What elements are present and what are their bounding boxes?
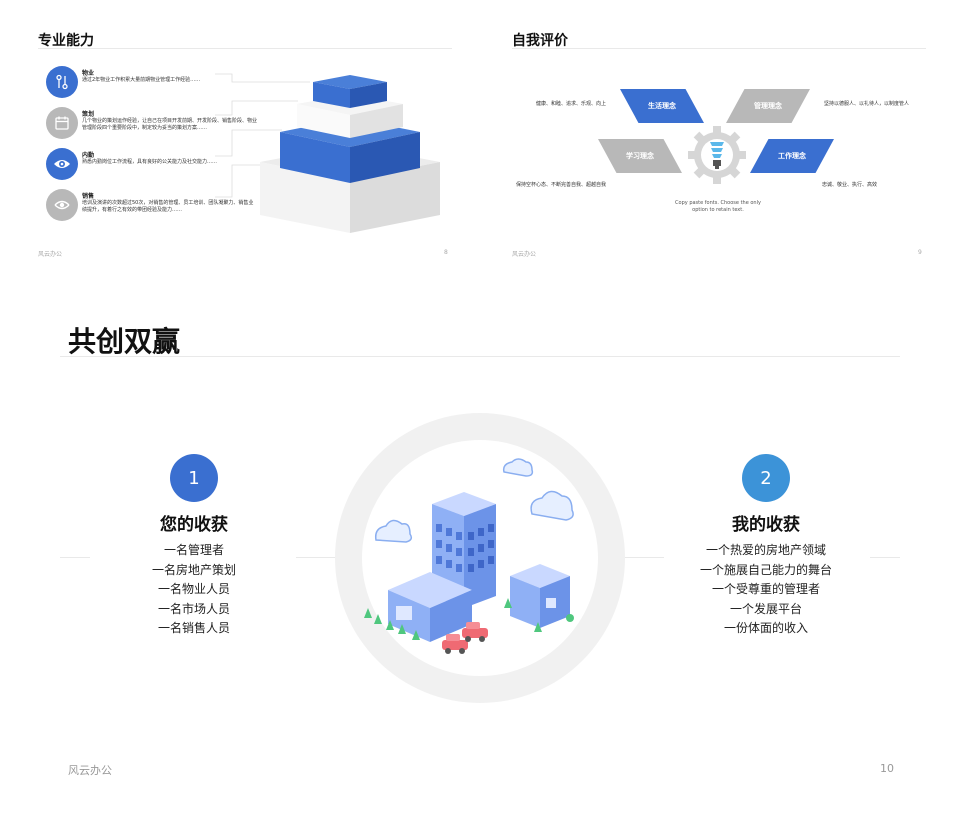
target-icon xyxy=(46,189,78,221)
life-philosophy-text: 健康、和睦、追求、乐观、向上 xyxy=(536,101,607,107)
skill-item-sales: 销售 培训及演讲的次数超过50次，对销售的管理、员工培训、团队凝聚力、销售业绩提… xyxy=(46,189,256,225)
skill-item-property: 物业 通过2年物业工作积累大量前期物业管理工作经验…… xyxy=(46,66,256,102)
list-item: 一个施展自己能力的舞台 xyxy=(699,562,832,577)
slide-self-evaluation: 自我评价 健康、和睦、追求、乐观、向上 坚持以德服人、以礼待人，以制度管人 保持… xyxy=(490,0,960,262)
eye-icon xyxy=(46,148,78,180)
skill-item-office: 内勤 熟悉内勤岗位工作流程，具有良好的公关能力及社交能力…… xyxy=(46,148,256,184)
page-number: 8 xyxy=(444,249,448,256)
title-divider xyxy=(512,48,926,49)
list-item: 一名市场人员 xyxy=(157,601,230,616)
skill-title: 销售 xyxy=(82,193,95,200)
footer-brand: 风云办公 xyxy=(68,764,112,777)
shape-label: 生活理念 xyxy=(648,102,676,110)
skill-desc: 通过2年物业工作积累大量前期物业管理工作经验…… xyxy=(82,77,201,83)
skill-desc: 几个物业的策划运作经验，让自己在项目开发前期、开发阶段、销售阶段、物业管理阶段四… xyxy=(82,118,258,131)
connector-lines xyxy=(215,73,310,198)
work-philosophy-shape: 工作理念 xyxy=(750,139,834,173)
slide-title: 共创双赢 xyxy=(68,325,181,358)
tool-icon xyxy=(46,66,78,98)
note-line: Copy paste fonts. Choose the only xyxy=(675,200,761,206)
list-item: 一个热爱的房地产领域 xyxy=(705,543,826,557)
learning-philosophy-text: 保持空杯心态、不断完善自我、超越自我 xyxy=(516,182,607,188)
right-inner-rule xyxy=(604,557,664,558)
buildings-illustration xyxy=(335,413,625,703)
work-philosophy-text: 忠诚、敬业、执行、高效 xyxy=(822,182,878,188)
life-philosophy-shape: 生活理念 xyxy=(620,89,704,123)
management-philosophy-shape: 管理理念 xyxy=(726,89,810,123)
shape-label: 学习理念 xyxy=(626,152,654,160)
footer-brand: 风云办公 xyxy=(512,251,537,258)
number-badge-2: 2 xyxy=(742,454,790,502)
my-gains-list: 一个热爱的房地产领域 一个施展自己能力的舞台 一个受尊重的管理者 一个发展平台 … xyxy=(666,541,866,639)
calendar-icon xyxy=(46,107,78,139)
skill-title: 内勤 xyxy=(82,152,95,159)
skill-desc: 培训及演讲的次数超过50次，对销售的管理、员工培训、团队凝聚力、销售业绩提升，有… xyxy=(82,200,254,213)
your-gains-list: 一名管理者 一名房地产策划 一名物业人员 一名市场人员 一名销售人员 xyxy=(94,541,294,639)
slide-professional-skills: 专业能力 物业 通过2年物业工作积累大量前期物业管理工作经验…… 策划 几个物业… xyxy=(0,0,470,262)
page-number: 10 xyxy=(880,762,894,775)
left-inner-rule xyxy=(296,557,356,558)
list-item: 一个受尊重的管理者 xyxy=(711,582,820,596)
list-item: 一份体面的收入 xyxy=(723,621,808,635)
skill-item-planning: 策划 几个物业的策划运作经验，让自己在项目开发前期、开发阶段、销售阶段、物业管理… xyxy=(46,107,258,143)
slide-title: 自我评价 xyxy=(512,33,568,49)
right-side-rule xyxy=(870,557,900,558)
page-number: 9 xyxy=(918,249,922,256)
slide-win-win: 共创双赢 1 您的收获 一名管理者 一名房地产策划 一名物业人员 一名市场人员 … xyxy=(0,280,960,816)
stacked-pyramid-graphic xyxy=(260,75,440,233)
footer-brand: 风云办公 xyxy=(38,251,63,258)
list-item: 一名销售人员 xyxy=(157,621,230,635)
slide-title: 专业能力 xyxy=(38,33,94,49)
my-gains-heading: 我的收获 xyxy=(732,515,800,535)
title-divider xyxy=(60,356,900,357)
your-gains-heading: 您的收获 xyxy=(160,515,228,535)
list-item: 一名物业人员 xyxy=(157,582,230,596)
title-divider xyxy=(38,48,452,49)
learning-philosophy-shape: 学习理念 xyxy=(598,139,682,173)
note-line: option to retain text. xyxy=(692,207,744,213)
left-side-rule xyxy=(60,557,90,558)
management-philosophy-text: 坚持以德服人、以礼待人，以制度管人 xyxy=(824,101,910,107)
list-item: 一个发展平台 xyxy=(729,601,802,616)
list-item: 一名管理者 xyxy=(163,543,224,557)
shape-label: 管理理念 xyxy=(754,102,782,110)
skill-title: 物业 xyxy=(82,70,95,77)
list-item: 一名房地产策划 xyxy=(151,562,236,577)
shape-label: 工作理念 xyxy=(778,152,806,160)
note-text: Copy paste fonts. Choose the only option… xyxy=(658,200,778,214)
skill-title: 策划 xyxy=(82,111,95,118)
gear-bulb-icon xyxy=(688,126,746,184)
skill-desc: 熟悉内勤岗位工作流程，具有良好的公关能力及社交能力…… xyxy=(82,159,218,165)
number-badge-1: 1 xyxy=(170,454,218,502)
